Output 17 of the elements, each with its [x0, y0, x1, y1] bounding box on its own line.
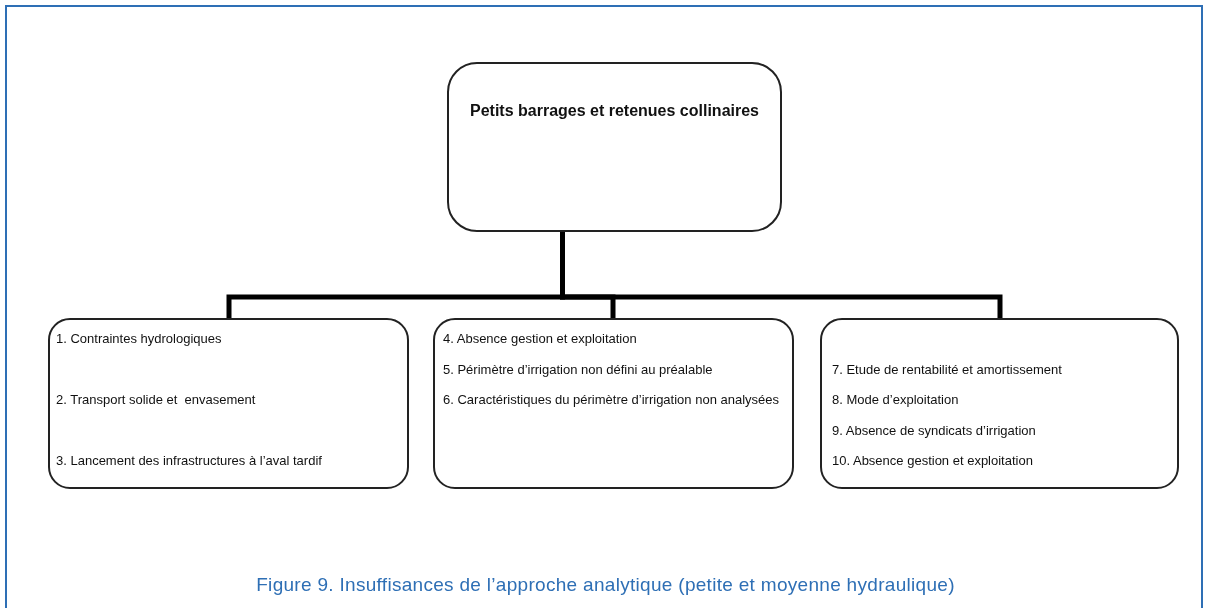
list-box — [433, 318, 794, 489]
list-item: 4. Absence gestion et exploitation — [443, 330, 638, 348]
list-item: 5. Périmètre d’irrigation non défini au préalable — [443, 361, 714, 379]
list-box — [48, 318, 409, 489]
figure-caption: Figure 9. Insuffisances de l’approche analytique (petite et moyenne hydraulique) — [255, 574, 956, 596]
root-box — [447, 62, 782, 232]
list-item: 3. Lancement des infrastructures à l’aval tardif — [56, 452, 322, 470]
list-item: 6. Caractéristiques du périmètre d’irrigation non analysées — [443, 391, 780, 409]
list-item: 7. Etude de rentabilité et amortissement — [832, 361, 1062, 379]
list-item: 9. Absence de syndicats d’irrigation — [832, 422, 1036, 440]
list-item: 2. Transport solide et envasement — [56, 391, 256, 409]
list-box — [820, 318, 1179, 489]
list-item: 10. Absence gestion et exploitation — [832, 452, 1033, 470]
list-item: 8. Mode d’exploitation — [832, 391, 959, 409]
connector-line — [560, 232, 1003, 318]
box-title: Petits barrages et retenues collinaires — [469, 101, 760, 121]
list-item: 1. Contraintes hydrologiques — [56, 330, 222, 348]
